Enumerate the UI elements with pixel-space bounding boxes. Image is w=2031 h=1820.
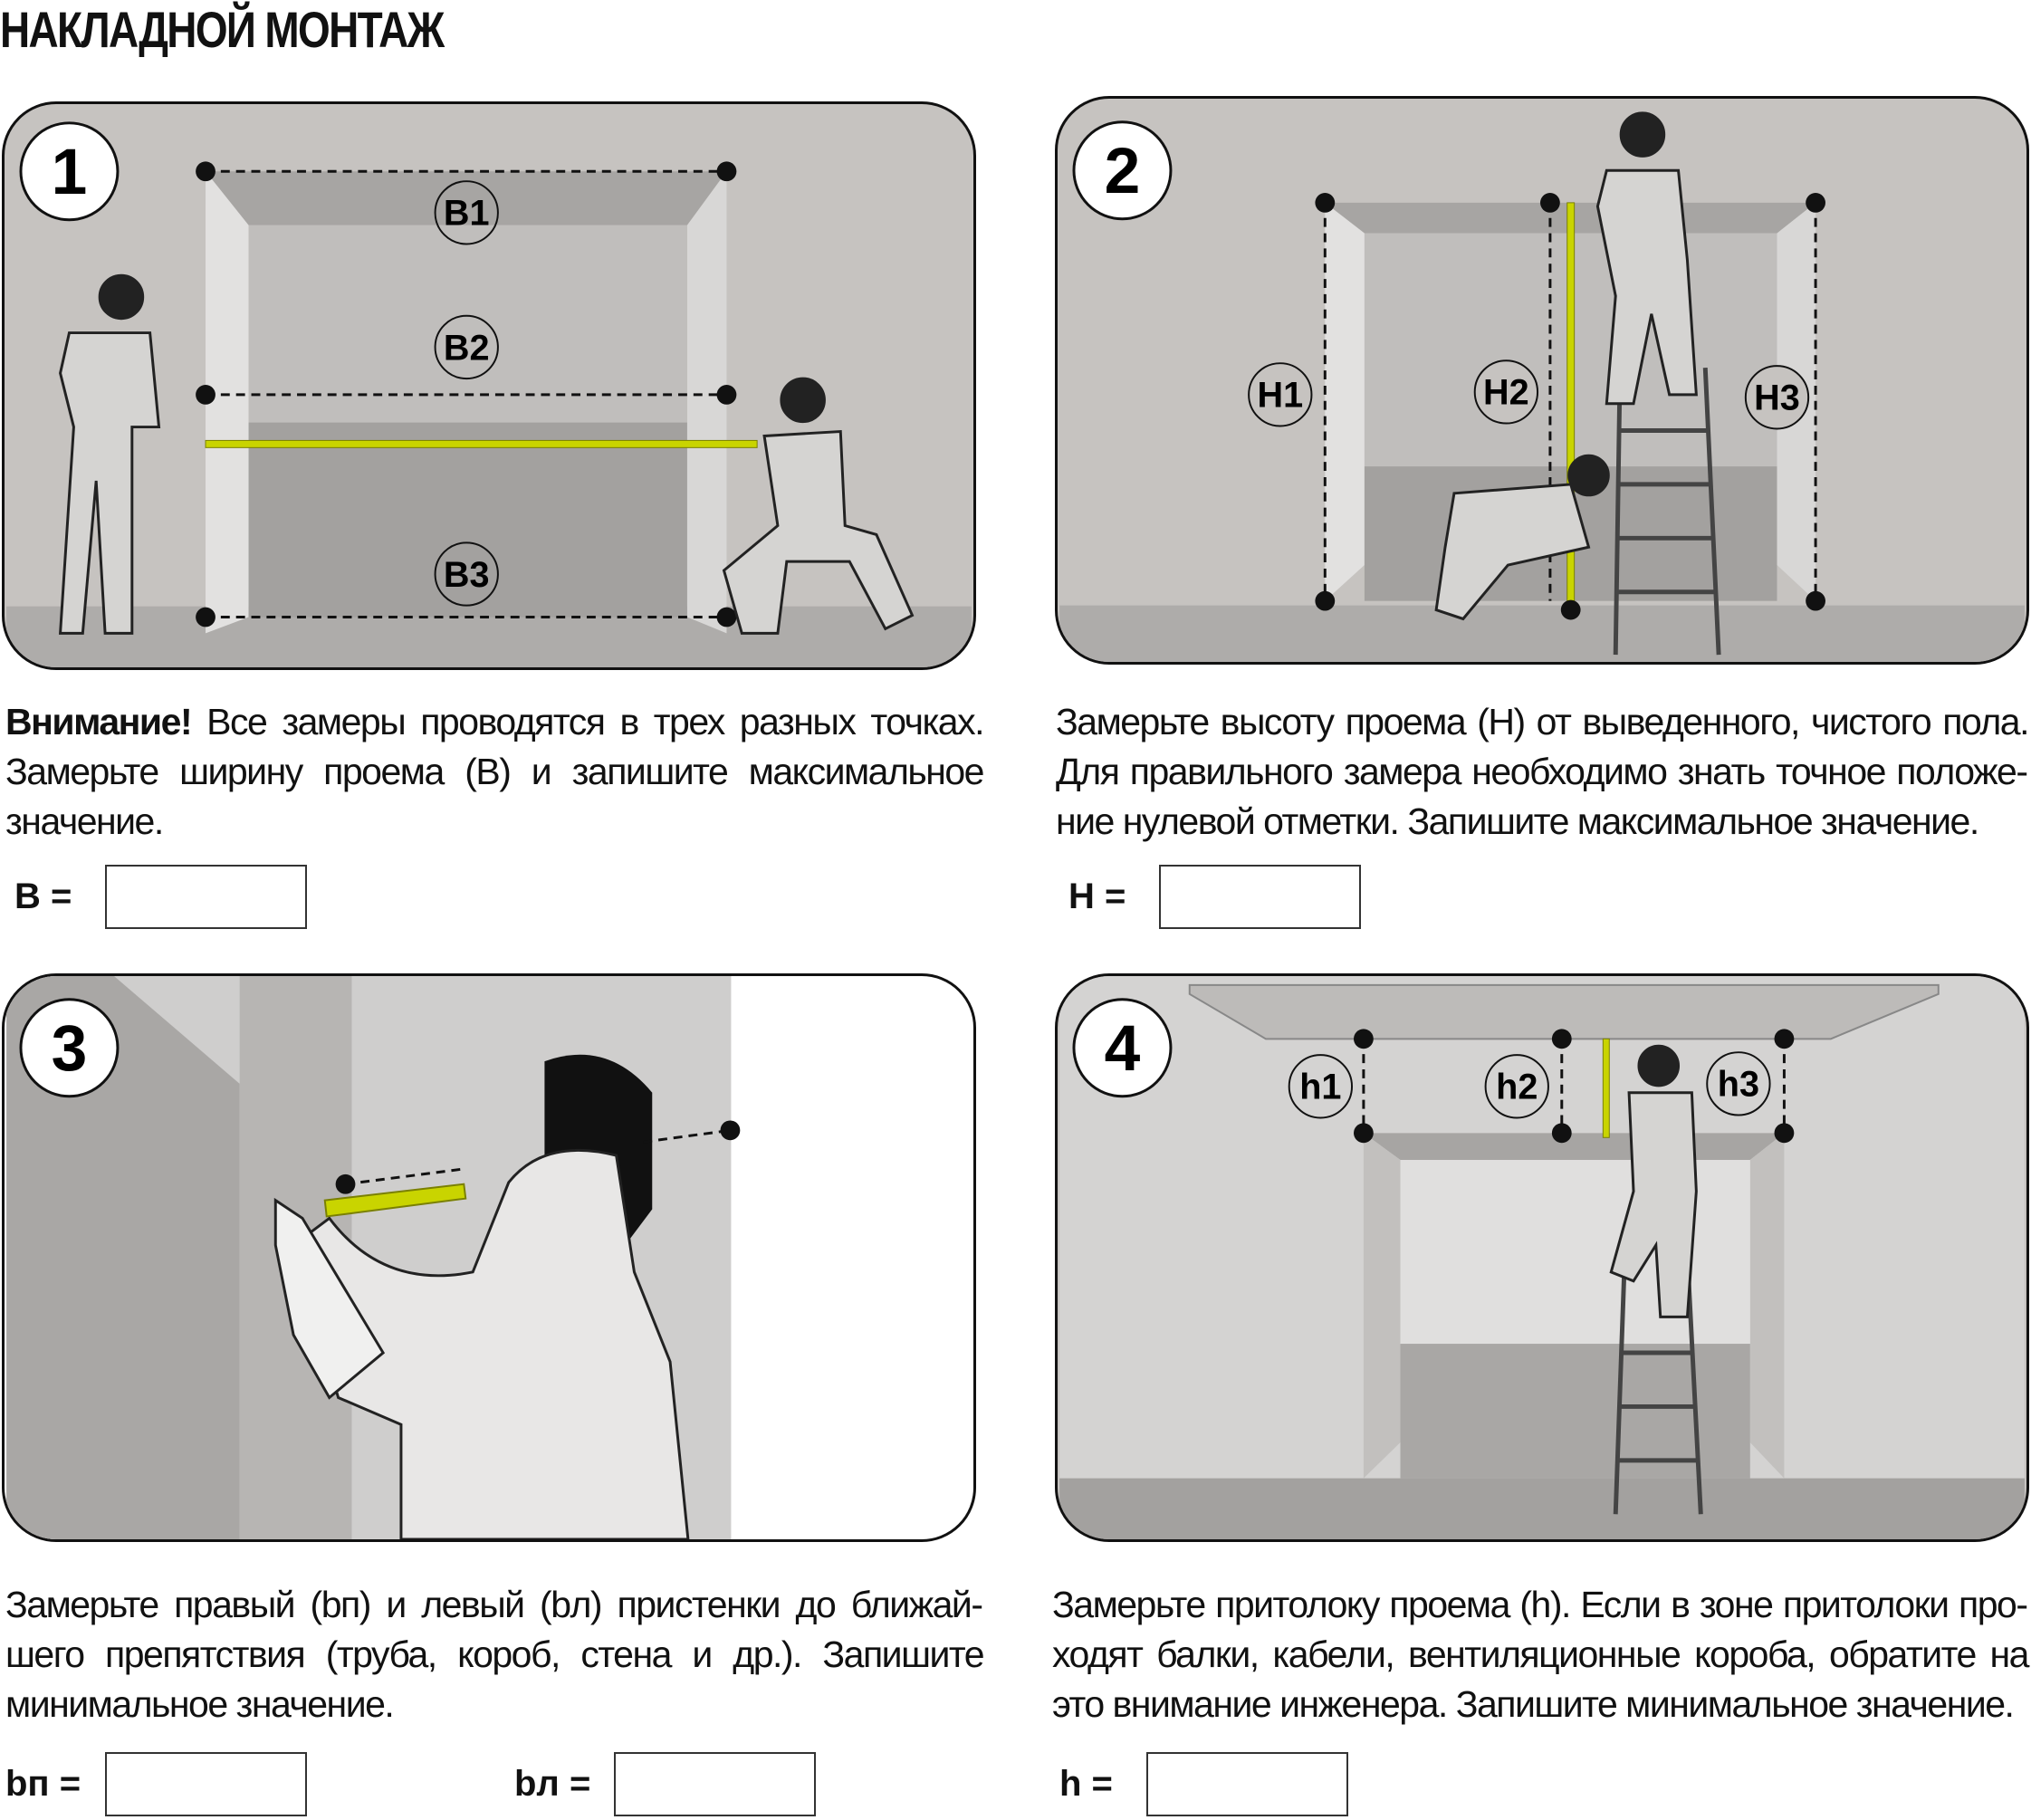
label-h2: H2 <box>1483 373 1529 413</box>
b-input[interactable] <box>105 865 307 929</box>
step-number-badge: 1 <box>19 121 120 222</box>
svg-text:1: 1 <box>52 136 88 208</box>
field-bl: bл = <box>514 1752 816 1816</box>
step-3-description: Замерьте правый (bп) и левый (bл) присте… <box>5 1584 985 1725</box>
step-number-4: 4 <box>1105 1012 1141 1085</box>
label-h3-lower: h3 <box>1718 1065 1759 1105</box>
step-1-description: Внимание! Все замеры проводятся в трех р… <box>5 701 985 842</box>
step-4-description: Замерьте притолоку проема (h). Если в зо… <box>1052 1584 2030 1725</box>
label-h2-lower: h2 <box>1496 1068 1538 1107</box>
illustration-step-3: 3 <box>2 973 976 1542</box>
label-b3: B3 <box>444 555 490 595</box>
h-input[interactable] <box>1159 865 1361 929</box>
label-b1: B1 <box>444 194 490 234</box>
field-h: H = <box>1068 865 1361 929</box>
illustration-step-1: 1 B1 B2 B3 <box>2 101 976 670</box>
step-number-3: 3 <box>52 1012 88 1085</box>
illustration-step-2: 2 H1 H2 H3 <box>1055 96 2029 665</box>
label-b2: B2 <box>444 328 490 368</box>
step-2-description: Замерьте высоту проема (Н) от выведенног… <box>1056 701 2030 842</box>
step-number-2: 2 <box>1105 135 1141 207</box>
field-b: B = <box>14 865 307 929</box>
label-h3: H3 <box>1754 378 1800 418</box>
h-lintel-input[interactable] <box>1146 1752 1348 1816</box>
label-h1: H1 <box>1257 376 1303 416</box>
field-bp: bп = <box>5 1752 307 1816</box>
bp-input[interactable] <box>105 1752 307 1816</box>
page-title: НАКЛАДНОЙ МОНТАЖ <box>0 1 445 58</box>
bl-input[interactable] <box>614 1752 816 1816</box>
illustration-step-4: 4 h1 h2 h3 <box>1055 973 2029 1542</box>
field-h-lintel: h = <box>1059 1752 1348 1816</box>
label-h1-lower: h1 <box>1299 1068 1341 1107</box>
